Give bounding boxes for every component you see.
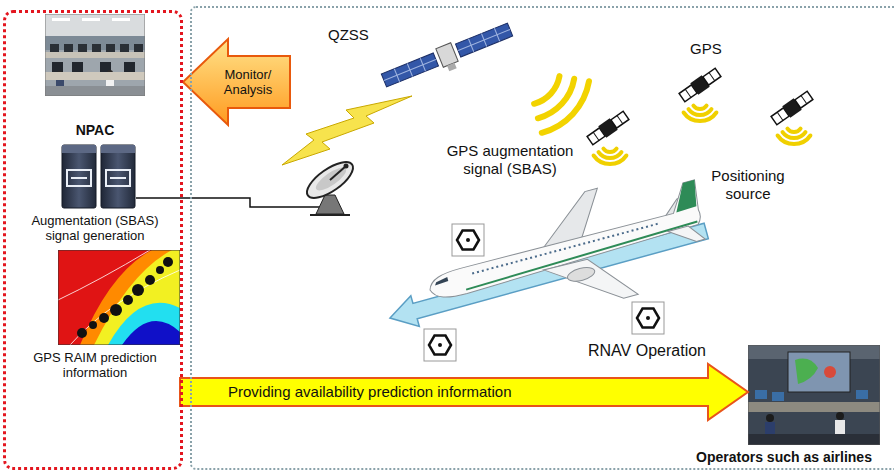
npac-region: NPAC Augmentation (SBAS) signal generatio…	[3, 10, 183, 470]
arrow-label-box: Providing availability prediction inform…	[228, 383, 608, 401]
operations-room-photo	[748, 345, 880, 445]
arrow-label: Monitor/ Analysis	[216, 67, 280, 97]
node-caption: GPS RAIM prediction information	[20, 350, 170, 380]
cable	[136, 198, 321, 207]
waypoint-symbol	[452, 224, 484, 256]
signal-waves	[534, 76, 589, 133]
server-icon	[62, 145, 135, 208]
dish-antenna	[302, 156, 359, 215]
prediction-map-card: GPS RAIM prediction information	[10, 248, 180, 398]
arrow-label: Providing availability prediction inform…	[228, 383, 608, 401]
raim-prediction-map	[58, 250, 180, 345]
augmentation-signal-bolt	[282, 96, 412, 165]
office-photo	[45, 14, 145, 96]
qzss-satellite	[380, 20, 516, 95]
operation-label-box: RNAV Operation	[588, 342, 738, 360]
waypoint-symbol	[632, 302, 664, 334]
operators-photo-card: Operators such as airlines	[748, 345, 880, 445]
signal-label: GPS augmentation signal (SBAS)	[440, 142, 580, 178]
signal-label-box: GPS augmentation signal (SBAS)	[440, 142, 580, 178]
node-caption: NPAC	[76, 122, 115, 138]
operation-label: RNAV Operation	[588, 342, 738, 360]
satellite-label: QZSS	[328, 26, 388, 44]
gps-satellite	[586, 110, 630, 147]
waypoint-symbol	[424, 329, 456, 361]
arrow-label-box: Monitor/ Analysis	[216, 67, 280, 97]
satellite-label-box: QZSS	[328, 26, 388, 44]
server-card: Augmentation (SBAS) signal generation	[10, 143, 180, 245]
monitor-arrow	[183, 39, 290, 125]
satellite-label-box: GPS	[690, 40, 740, 58]
node-caption: Operators such as airlines	[682, 449, 886, 465]
signal-label: Positioning source	[700, 167, 796, 203]
gps-satellite	[770, 90, 814, 127]
node-caption: Augmentation (SBAS) signal generation	[20, 213, 170, 243]
photo-card: NPAC	[40, 14, 150, 140]
satellite-label: GPS	[690, 40, 740, 58]
signal-label-box: Positioning source	[700, 167, 796, 203]
positioning-waves	[594, 106, 811, 164]
airplane	[416, 163, 720, 346]
availability-arrow	[180, 364, 748, 420]
navigation-region	[190, 6, 894, 470]
gps-satellite	[678, 67, 722, 104]
